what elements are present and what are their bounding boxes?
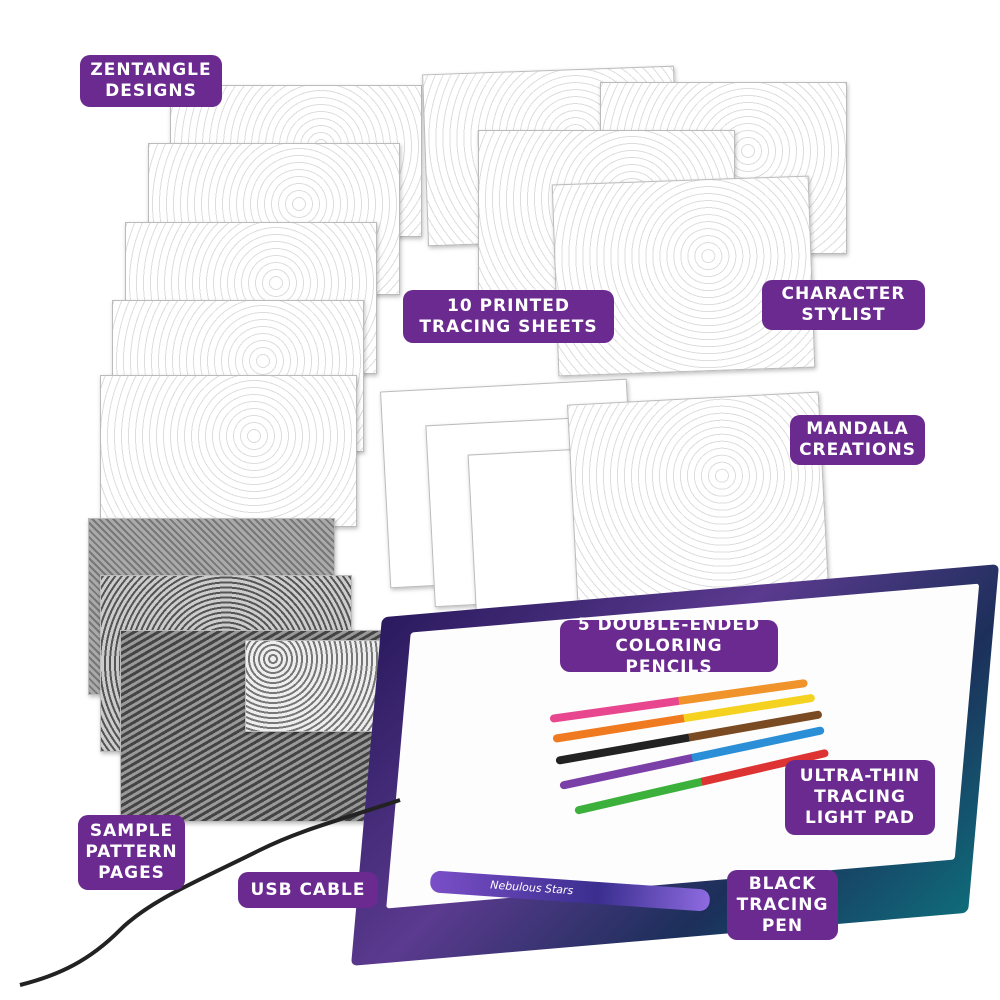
- label-tracing-pen: BLACK TRACING PEN: [727, 870, 838, 940]
- label-usb-cable: USB CABLE: [238, 872, 378, 908]
- label-character-stylist: CHARACTER STYLIST: [762, 280, 925, 330]
- label-printed-sheets: 10 PRINTED TRACING SHEETS: [403, 290, 614, 343]
- label-pencils: 5 DOUBLE-ENDED COLORING PENCILS: [560, 615, 778, 677]
- label-pattern-pages: SAMPLE PATTERN PAGES: [78, 815, 185, 890]
- pattern-page: [245, 640, 382, 732]
- label-mandala: MANDALA CREATIONS: [790, 415, 925, 465]
- label-zentangle: ZENTANGLE DESIGNS: [80, 55, 222, 107]
- zentangle-sheet: [100, 375, 357, 527]
- label-light-pad: ULTRA-THIN TRACING LIGHT PAD: [785, 760, 935, 835]
